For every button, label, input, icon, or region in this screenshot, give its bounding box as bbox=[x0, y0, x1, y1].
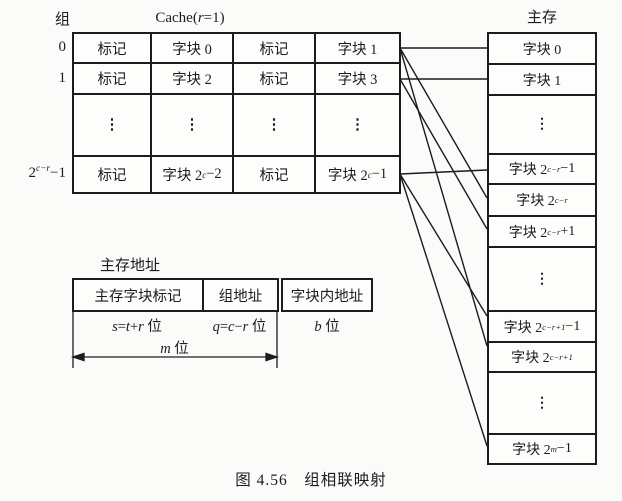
set-row-label-1: 1 bbox=[58, 70, 67, 86]
cache-cell-block: 字块 2 bbox=[152, 64, 234, 95]
cache-cell-block: 字块 0 bbox=[152, 34, 234, 64]
cache-ellipsis: ⋮ bbox=[152, 95, 234, 157]
memory-block: 字块 0 bbox=[489, 34, 595, 65]
address-field-word: 字块内地址 bbox=[281, 278, 373, 312]
figure-caption: 图 4.56 组相联映射 bbox=[235, 472, 387, 489]
mapping-line bbox=[399, 47, 488, 347]
mapping-lines bbox=[399, 47, 488, 447]
memory-block: 字块 1 bbox=[489, 65, 595, 96]
cache-cell-block: 字块 1 bbox=[316, 34, 399, 64]
cache-cell-tag: 标记 bbox=[74, 34, 152, 64]
memory-ellipsis: ⋮ bbox=[489, 96, 595, 155]
bits-label-q: q=c−r 位 bbox=[212, 319, 267, 335]
cache-ellipsis: ⋮ bbox=[74, 95, 152, 157]
cache-cell-tag: 标记 bbox=[234, 34, 316, 64]
main-memory-title: 主存 bbox=[526, 10, 557, 26]
address-title: 主存地址 bbox=[100, 258, 161, 274]
set-row-label-0: 0 bbox=[58, 39, 67, 55]
set-column-header: 组 bbox=[55, 12, 71, 28]
cache-ellipsis: ⋮ bbox=[316, 95, 399, 157]
set-row-label-last: 2c−r−1 bbox=[28, 164, 67, 181]
address-field-tag: 主存字块标记 bbox=[74, 280, 204, 310]
cache-cell-tag: 标记 bbox=[74, 64, 152, 95]
bits-label-b: b 位 bbox=[314, 319, 340, 335]
cache-cell-tag: 标记 bbox=[234, 157, 316, 192]
mapping-line bbox=[399, 78, 488, 230]
memory-ellipsis: ⋮ bbox=[489, 373, 595, 435]
address-field-set: 组地址 bbox=[218, 288, 263, 305]
address-field-group: 主存字块标记 组地址 bbox=[72, 278, 279, 312]
cache-cell-tag: 标记 bbox=[234, 64, 316, 95]
cache-table: 标记 字块 0 标记 字块 1 标记 字块 2 标记 字块 3 ⋮ ⋮ ⋮ ⋮ … bbox=[72, 32, 401, 194]
memory-ellipsis: ⋮ bbox=[489, 248, 595, 312]
cache-cell-block: 字块 3 bbox=[316, 64, 399, 95]
mapping-line bbox=[399, 173, 488, 447]
mapping-line bbox=[399, 169, 488, 175]
mapping-line bbox=[399, 47, 488, 199]
cache-ellipsis: ⋮ bbox=[234, 95, 316, 157]
bits-label-s: s=t+r 位 bbox=[112, 319, 162, 335]
cache-title: Cache(r=1) bbox=[155, 10, 225, 26]
cache-cell-tag: 标记 bbox=[74, 157, 152, 192]
bits-label-m: m 位 bbox=[160, 341, 189, 357]
mapping-line bbox=[399, 173, 488, 317]
